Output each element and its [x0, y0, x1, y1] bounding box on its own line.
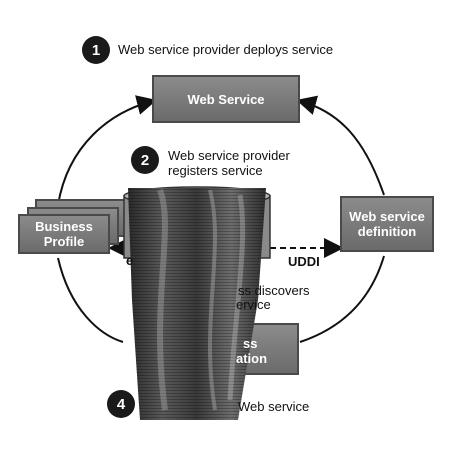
left-arrow-label-fragment: e	[126, 253, 134, 268]
bottom-box-label-fragment-line1: ss	[243, 336, 258, 351]
step-2-label-line1: Web service provider	[168, 148, 290, 163]
step-1-label: Web service provider deploys service	[118, 42, 334, 57]
bottom-box-label-fragment-line2: ation	[236, 351, 268, 366]
step-1-number: 1	[91, 41, 101, 59]
web-service-box-label: Web Service	[187, 91, 265, 107]
ring-arc-bottom-left	[57, 257, 124, 343]
web-service-definition-label: Web service definition	[341, 197, 433, 251]
web-service-definition-label-line1: Web service	[349, 209, 425, 224]
business-profile-box	[18, 214, 110, 254]
web-service-definition-box	[340, 196, 434, 252]
business-profile-label: Business Profile	[19, 215, 109, 253]
step-4-number: 4	[116, 395, 126, 413]
web-service-definition-label-line2: definition	[357, 224, 417, 239]
ring-arc-top-right	[296, 95, 385, 196]
ring-arc-bottom-right	[299, 255, 385, 343]
step-4-circle	[107, 390, 135, 418]
step-2-number: 2	[140, 151, 150, 169]
step-1-circle	[82, 36, 110, 64]
photo-overlay-obstruction	[128, 188, 266, 420]
step-3-label-fragment-line2: ervice	[236, 297, 271, 312]
step-2-circle	[131, 146, 159, 174]
uddi-registry-label: UDDI	[288, 254, 320, 269]
business-profile-label-line1: Business	[35, 219, 93, 234]
step-3-label-fragment-line1: ss discovers	[238, 283, 310, 298]
ring-arc-top-left	[57, 95, 157, 206]
step-4-label-fragment: Web service	[238, 399, 310, 414]
web-service-box	[152, 75, 300, 123]
step-2-label-line2: registers service	[168, 163, 263, 178]
business-profile-label-line2: Profile	[43, 234, 85, 249]
